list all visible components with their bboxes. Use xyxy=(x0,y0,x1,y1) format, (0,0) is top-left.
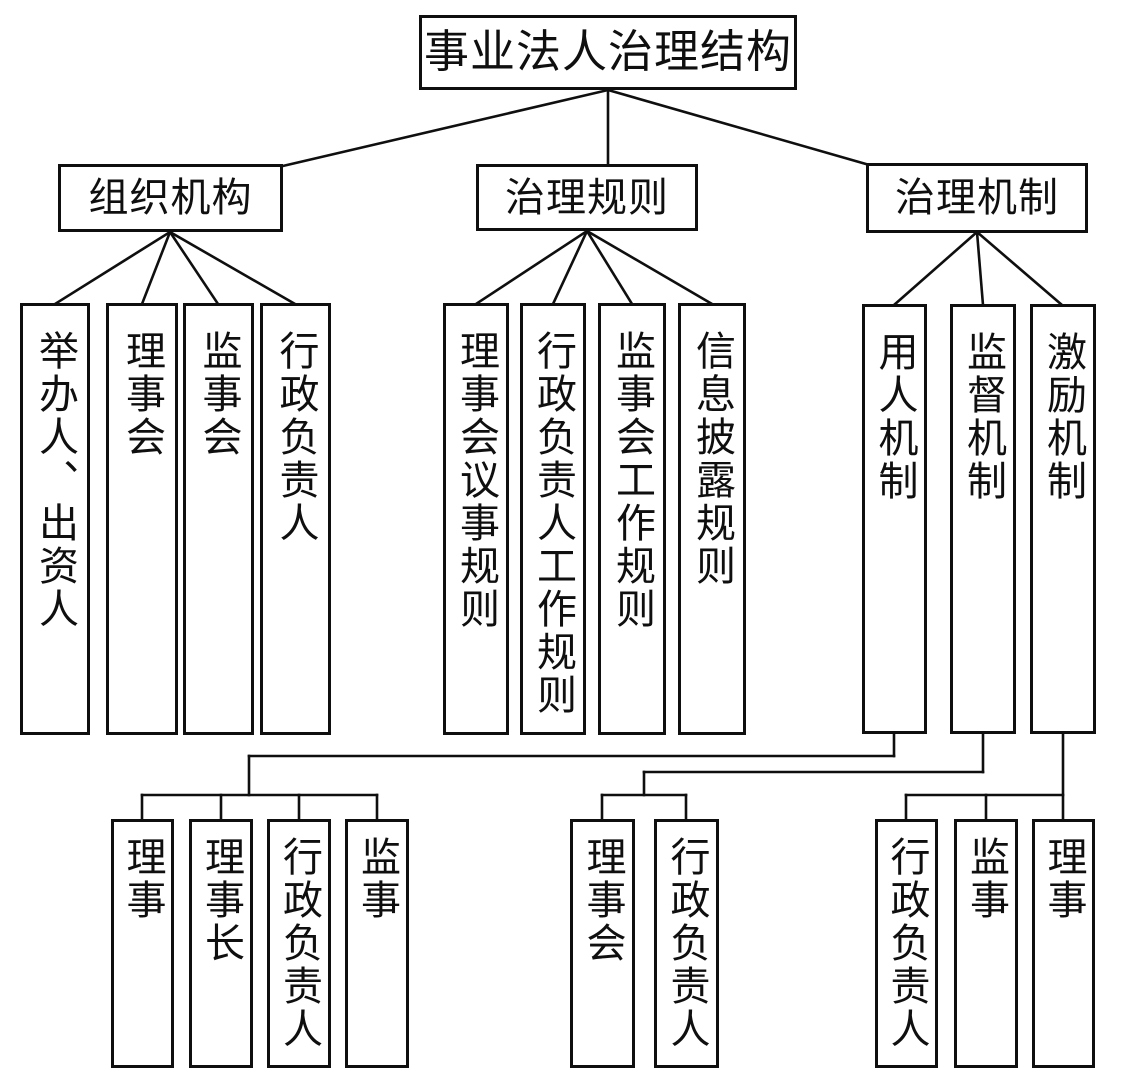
node-sponsor-investor-label: 举办人、出资人 xyxy=(33,330,78,631)
node-supervisory-board-label: 监事会 xyxy=(196,330,242,459)
node-incentive-mechanism-label: 激励机制 xyxy=(1041,331,1086,503)
node-admin-head-work-rules: 行政负责人工作规则 xyxy=(520,303,586,735)
node-governance-structure: 事业法人治理结构 xyxy=(419,15,797,90)
node-council-chair: 理事长 xyxy=(189,819,253,1068)
node-council-body: 理事会 xyxy=(570,819,635,1068)
node-employment-mechanism: 用人机制 xyxy=(862,304,927,734)
node-incentive-mechanism: 激励机制 xyxy=(1030,304,1096,734)
node-supervisor-right-label: 监事 xyxy=(964,836,1009,922)
node-admin-head-person: 行政负责人 xyxy=(267,819,331,1068)
node-admin-head-person-label: 行政负责人 xyxy=(277,836,322,1051)
node-info-disclosure-rules: 信息披露规则 xyxy=(678,303,746,735)
node-employment-mechanism-label: 用人机制 xyxy=(872,331,918,503)
node-admin-head-label: 行政负责人 xyxy=(273,330,319,545)
node-council-chair-label: 理事长 xyxy=(199,836,244,965)
node-supervision-mechanism: 监督机制 xyxy=(950,304,1016,734)
node-supervisor-right: 监事 xyxy=(954,819,1018,1068)
node-director-label: 理事 xyxy=(120,836,166,922)
node-admin-head-work-rules-label: 行政负责人工作规则 xyxy=(531,330,576,717)
node-governance-mechanism: 治理机制 xyxy=(866,163,1088,233)
node-council-body-label: 理事会 xyxy=(580,836,626,965)
node-admin-head-mid-label: 行政负责人 xyxy=(664,836,710,1051)
node-sponsor-investor: 举办人、出资人 xyxy=(20,303,90,735)
node-supervisory-work-rules: 监事会工作规则 xyxy=(598,303,666,735)
node-council: 理事会 xyxy=(106,303,178,735)
node-supervisor-label: 监事 xyxy=(355,836,400,922)
node-council-label: 理事会 xyxy=(120,330,165,459)
node-council-procedure-rules-label: 理事会议事规则 xyxy=(454,330,499,631)
node-supervisor: 监事 xyxy=(345,819,409,1068)
node-director-right-label: 理事 xyxy=(1041,836,1087,922)
node-supervision-mechanism-label: 监督机制 xyxy=(961,331,1006,503)
node-organization: 组织机构 xyxy=(58,164,283,232)
node-organization-label: 组织机构 xyxy=(88,175,253,220)
node-supervisory-work-rules-label: 监事会工作规则 xyxy=(610,330,655,631)
node-supervisory-board: 监事会 xyxy=(183,303,254,735)
node-director-right: 理事 xyxy=(1032,819,1095,1068)
node-director: 理事 xyxy=(111,819,174,1068)
node-info-disclosure-rules-label: 信息披露规则 xyxy=(690,330,735,588)
node-council-procedure-rules: 理事会议事规则 xyxy=(443,303,509,735)
node-governance-rules: 治理规则 xyxy=(476,164,698,231)
node-governance-mechanism-label: 治理机制 xyxy=(895,175,1059,220)
node-admin-head-mid: 行政负责人 xyxy=(654,819,719,1068)
node-admin-head-right: 行政负责人 xyxy=(875,819,938,1068)
node-governance-rules-label: 治理规则 xyxy=(505,174,669,220)
node-admin-head: 行政负责人 xyxy=(260,303,331,735)
node-admin-head-right-label: 行政负责人 xyxy=(884,836,930,1051)
node-governance-structure-label: 事业法人治理结构 xyxy=(423,27,792,77)
